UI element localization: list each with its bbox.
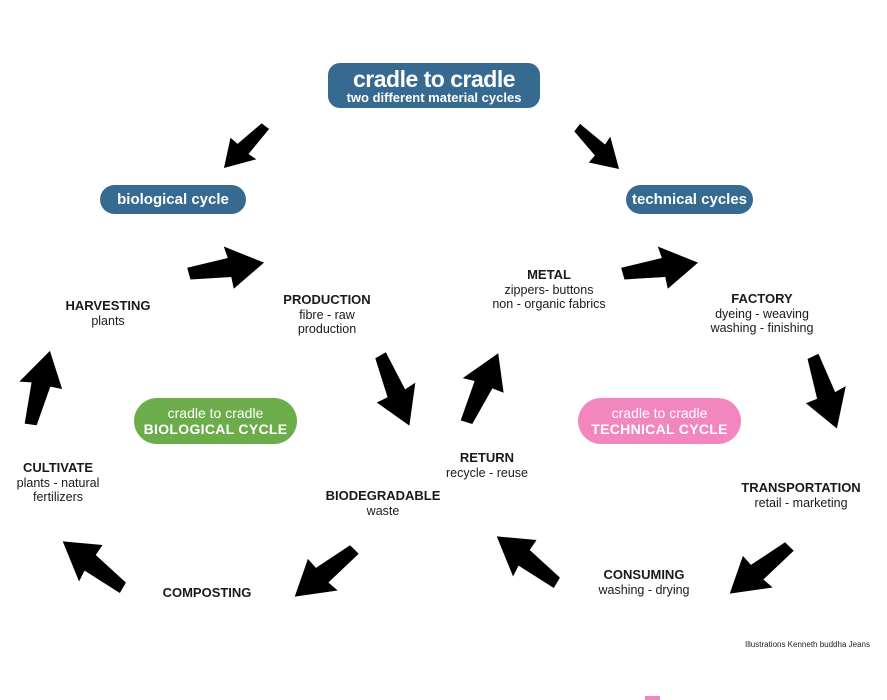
illustration-credit: Illustrations Kenneth buddha Jeans (745, 640, 870, 649)
node-consuming: CONSUMING washing - drying (569, 567, 719, 597)
node-biodegradable-title: BIODEGRADABLE (325, 488, 441, 503)
technical-center-line1: cradle to cradle (611, 404, 708, 421)
node-production-sub2: production (297, 321, 357, 336)
node-harvesting-title: HARVESTING (65, 298, 151, 313)
arrow-title-to-technical-icon (561, 111, 636, 186)
arrow-production-to-biodegradable-icon (356, 343, 434, 437)
node-metal: METAL zippers- buttons non - organic fab… (469, 267, 629, 311)
node-biodegradable: BIODEGRADABLE waste (308, 488, 458, 518)
arrow-composting-to-cultivate-icon (45, 520, 140, 610)
biological-center-line1: cradle to cradle (167, 404, 264, 421)
diagram-title-subtitle: two different material cycles (346, 89, 522, 105)
node-transportation: TRANSPORTATION retail - marketing (721, 480, 881, 510)
node-production-title: PRODUCTION (283, 292, 371, 307)
node-cultivate-sub1: plants - natural (16, 475, 100, 490)
arrow-harvesting-to-production-icon (183, 237, 269, 300)
node-transportation-sub: retail - marketing (754, 495, 848, 510)
node-factory: FACTORY dyeing - weaving washing - finis… (682, 291, 842, 335)
arrow-cultivate-to-harvesting-icon (5, 343, 76, 434)
cropped-pink-mark (645, 696, 660, 700)
node-transportation-title: TRANSPORTATION (741, 480, 861, 495)
node-harvesting-sub: plants (91, 313, 125, 328)
node-consuming-sub: washing - drying (598, 582, 690, 597)
node-factory-sub1: dyeing - weaving (715, 306, 809, 321)
node-composting: COMPOSTING (137, 585, 277, 601)
node-metal-sub2: non - organic fabrics (492, 296, 606, 311)
node-composting-title: COMPOSTING (162, 585, 252, 600)
node-harvesting: HARVESTING plants (48, 298, 168, 328)
technical-center-line2: TECHNICAL CYCLE (591, 421, 728, 437)
arrow-title-to-biological-icon (208, 110, 283, 185)
node-metal-title: METAL (527, 267, 571, 282)
node-return: RETURN recycle - reuse (427, 450, 547, 480)
node-return-sub: recycle - reuse (446, 465, 528, 480)
arrow-return-to-metal-icon (442, 341, 523, 435)
node-return-title: RETURN (459, 450, 515, 465)
node-cultivate: CULTIVATE plants - natural fertilizers (0, 460, 116, 504)
biological-cycle-pill: biological cycle (100, 185, 246, 214)
node-metal-sub1: zippers- buttons (504, 282, 594, 297)
technical-cycles-pill: technical cycles (626, 185, 753, 214)
node-production-sub1: fibre - raw (299, 307, 355, 322)
node-cultivate-sub2: fertilizers (32, 489, 83, 504)
node-factory-sub2: washing - finishing (710, 320, 814, 335)
diagram-title: cradle to cradle two different material … (328, 63, 540, 108)
arrow-consuming-to-return-icon (479, 515, 574, 605)
arrow-factory-to-transportation-icon (788, 346, 862, 438)
arrow-transportation-to-consuming-icon (712, 525, 807, 615)
arrow-biodegradable-to-composting-icon (277, 528, 372, 618)
biological-center-line2: BIOLOGICAL CYCLE (143, 421, 288, 437)
node-biodegradable-sub: waste (366, 503, 400, 518)
biological-center-pill: cradle to cradle BIOLOGICAL CYCLE (134, 398, 297, 444)
node-consuming-title: CONSUMING (603, 567, 685, 582)
node-factory-title: FACTORY (731, 291, 793, 306)
diagram-title-main: cradle to cradle (352, 65, 516, 92)
technical-center-pill: cradle to cradle TECHNICAL CYCLE (578, 398, 741, 444)
arrow-metal-to-factory-icon (617, 237, 703, 300)
node-production: PRODUCTION fibre - raw production (267, 292, 387, 336)
node-cultivate-title: CULTIVATE (22, 460, 94, 475)
